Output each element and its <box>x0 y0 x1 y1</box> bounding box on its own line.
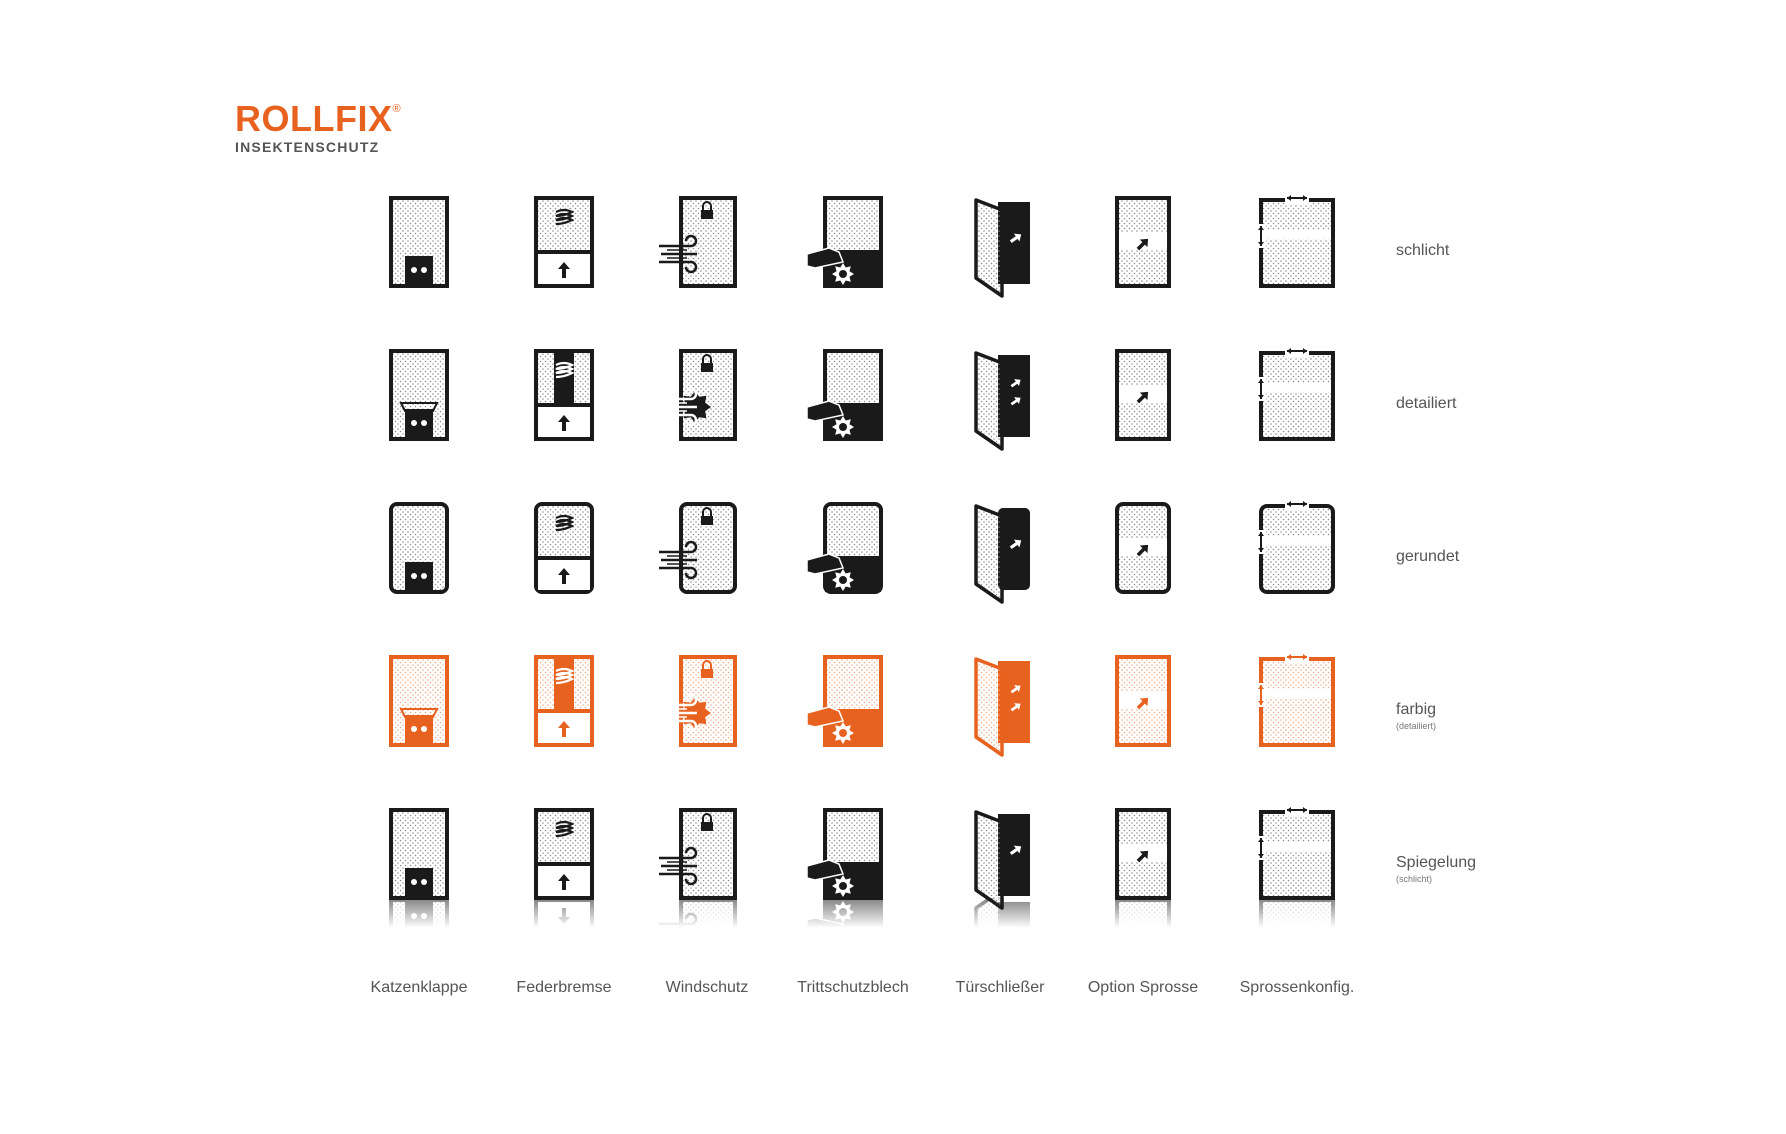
door-closer-icon-reflection <box>974 810 1030 934</box>
spring-brake-icon-colored <box>534 655 594 747</box>
crossbar-option-icon-reflection <box>1115 808 1171 934</box>
column-label-spring-brake: Federbremse <box>516 979 612 996</box>
crossbar-config-icon-colored <box>1257 653 1335 747</box>
crossbar-config-icon-rounded <box>1257 500 1335 594</box>
spring-brake-icon-rounded <box>534 502 594 594</box>
kick-plate-icon-detailed <box>806 349 883 441</box>
column-label-cat-flap: Katzenklappe <box>370 979 468 996</box>
row-sublabel-colored: (detailiert) <box>1396 721 1437 731</box>
kick-plate-icon-colored <box>806 655 883 747</box>
wind-protection-icon-rounded <box>659 502 737 594</box>
kick-plate-icon-rounded <box>806 502 883 594</box>
cat-flap-icon-plain <box>389 196 449 288</box>
door-closer-icon-colored <box>974 657 1030 757</box>
column-label-crossbar-config: Sprossenkonfig. <box>1239 979 1355 996</box>
crossbar-option-icon-rounded <box>1115 502 1171 594</box>
cat-flap-icon-detailed <box>389 349 449 441</box>
crossbar-option-icon-plain <box>1115 196 1171 288</box>
brand-tagline: INSEKTENSCHUTZ <box>235 139 380 155</box>
cat-flap-icon-rounded <box>389 502 449 594</box>
door-closer-icon-detailed <box>974 351 1030 451</box>
crossbar-config-icon-detailed <box>1257 347 1335 441</box>
door-closer-icon-rounded <box>974 504 1030 604</box>
crossbar-config-icon-reflection <box>1257 806 1335 934</box>
door-closer-icon-plain <box>974 198 1030 298</box>
spring-brake-icon-detailed <box>534 349 594 441</box>
row-label-colored: farbig <box>1396 701 1437 718</box>
brand-logo: ROLLFIX® INSEKTENSCHUTZ <box>235 98 401 156</box>
row-label-plain: schlicht <box>1396 242 1450 259</box>
row-label-detailed: detailiert <box>1396 395 1457 412</box>
row-sublabel-reflection: (schlicht) <box>1396 874 1433 884</box>
brand-name: ROLLFIX <box>235 98 393 139</box>
cat-flap-icon-colored <box>389 655 449 747</box>
column-label-kick-plate: Trittschutzblech <box>797 979 909 996</box>
kick-plate-icon-plain <box>806 196 883 288</box>
crossbar-option-icon-colored <box>1115 655 1171 747</box>
crossbar-config-icon-plain <box>1257 194 1335 288</box>
spring-brake-icon-plain <box>534 196 594 288</box>
wind-protection-icon-detailed <box>659 349 737 441</box>
brand-registered-mark: ® <box>392 103 401 115</box>
kick-plate-icon-reflection <box>806 808 883 934</box>
wind-protection-icon-plain <box>659 196 737 288</box>
cat-flap-icon-reflection <box>389 808 449 934</box>
row-label-rounded: gerundet <box>1396 548 1460 565</box>
row-label-reflection: Spiegelung <box>1396 854 1477 871</box>
spring-brake-icon-reflection <box>534 808 594 934</box>
wind-protection-icon-reflection <box>659 808 737 934</box>
wind-protection-icon-colored <box>659 655 737 747</box>
column-label-crossbar-option: Option Sprosse <box>1087 979 1199 996</box>
crossbar-option-icon-detailed <box>1115 349 1171 441</box>
column-label-wind-protection: Windschutz <box>665 979 749 996</box>
column-label-door-closer: Türschließer <box>955 979 1045 996</box>
